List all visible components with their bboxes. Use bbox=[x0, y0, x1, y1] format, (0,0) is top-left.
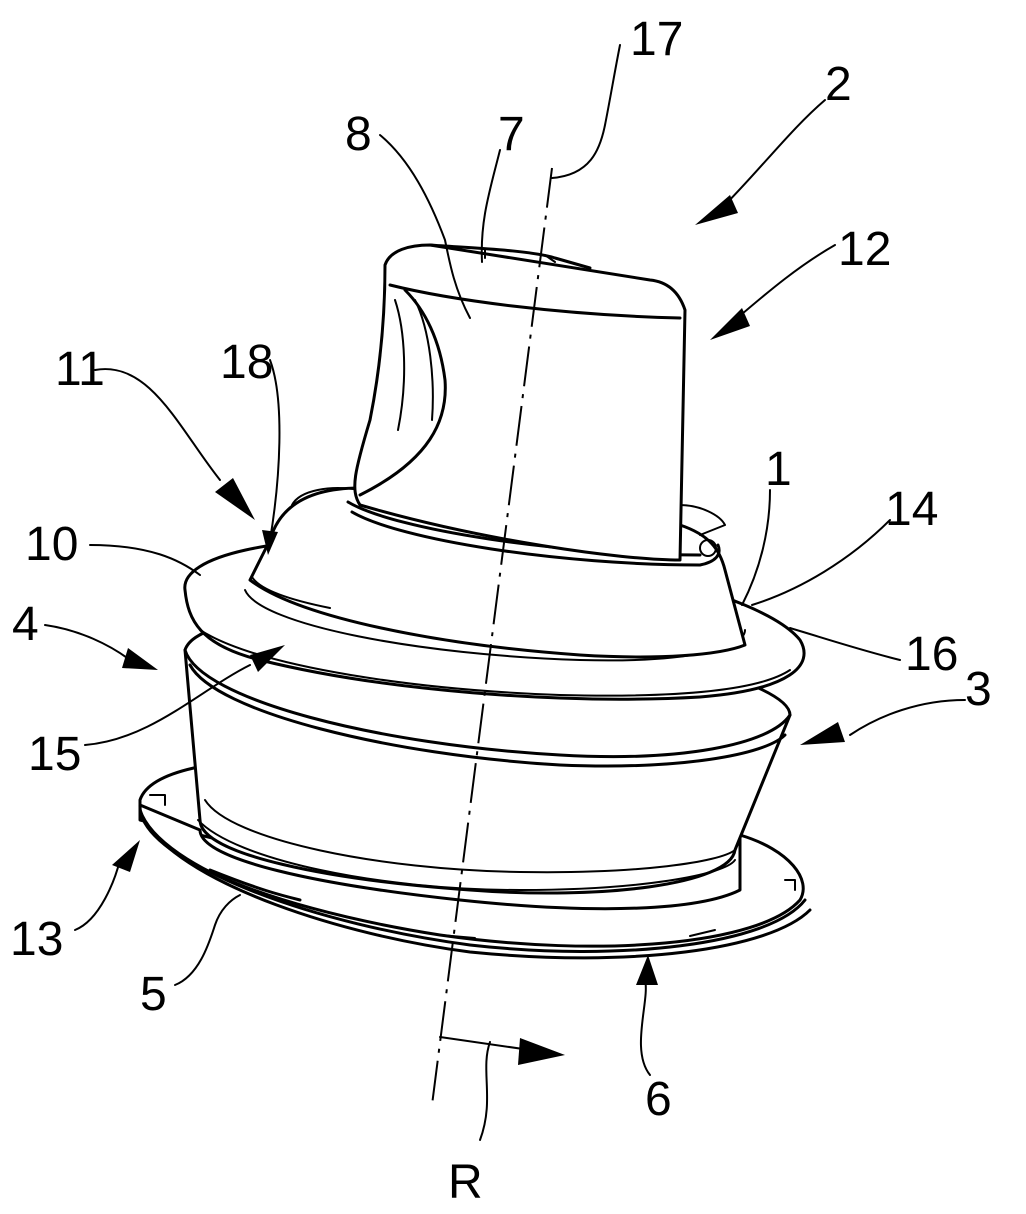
center-axis bbox=[431, 167, 553, 1106]
rotation-arrow bbox=[439, 1036, 565, 1141]
label-14: 14 bbox=[885, 483, 938, 536]
label-18: 18 bbox=[220, 336, 273, 389]
label-2: 2 bbox=[825, 58, 852, 111]
label-15: 15 bbox=[28, 728, 81, 781]
label-1: 1 bbox=[765, 443, 792, 496]
label-R: R bbox=[448, 1156, 483, 1209]
label-3: 3 bbox=[965, 663, 992, 716]
label-10: 10 bbox=[25, 518, 78, 571]
label-17: 17 bbox=[630, 13, 683, 66]
label-6: 6 bbox=[645, 1073, 672, 1126]
label-4: 4 bbox=[12, 598, 39, 651]
label-11: 11 bbox=[55, 343, 105, 396]
label-16: 16 bbox=[905, 628, 958, 681]
reference-labels: 1 2 3 4 5 6 7 8 10 11 12 13 14 15 16 17 … bbox=[10, 13, 992, 1209]
label-8: 8 bbox=[345, 108, 372, 161]
axis-leader-17 bbox=[551, 44, 621, 179]
label-12: 12 bbox=[838, 223, 891, 276]
label-5: 5 bbox=[140, 968, 167, 1021]
label-7: 7 bbox=[498, 108, 525, 161]
top-nozzle bbox=[353, 243, 687, 562]
label-13: 13 bbox=[10, 913, 63, 966]
leader-lines bbox=[44, 99, 966, 1076]
